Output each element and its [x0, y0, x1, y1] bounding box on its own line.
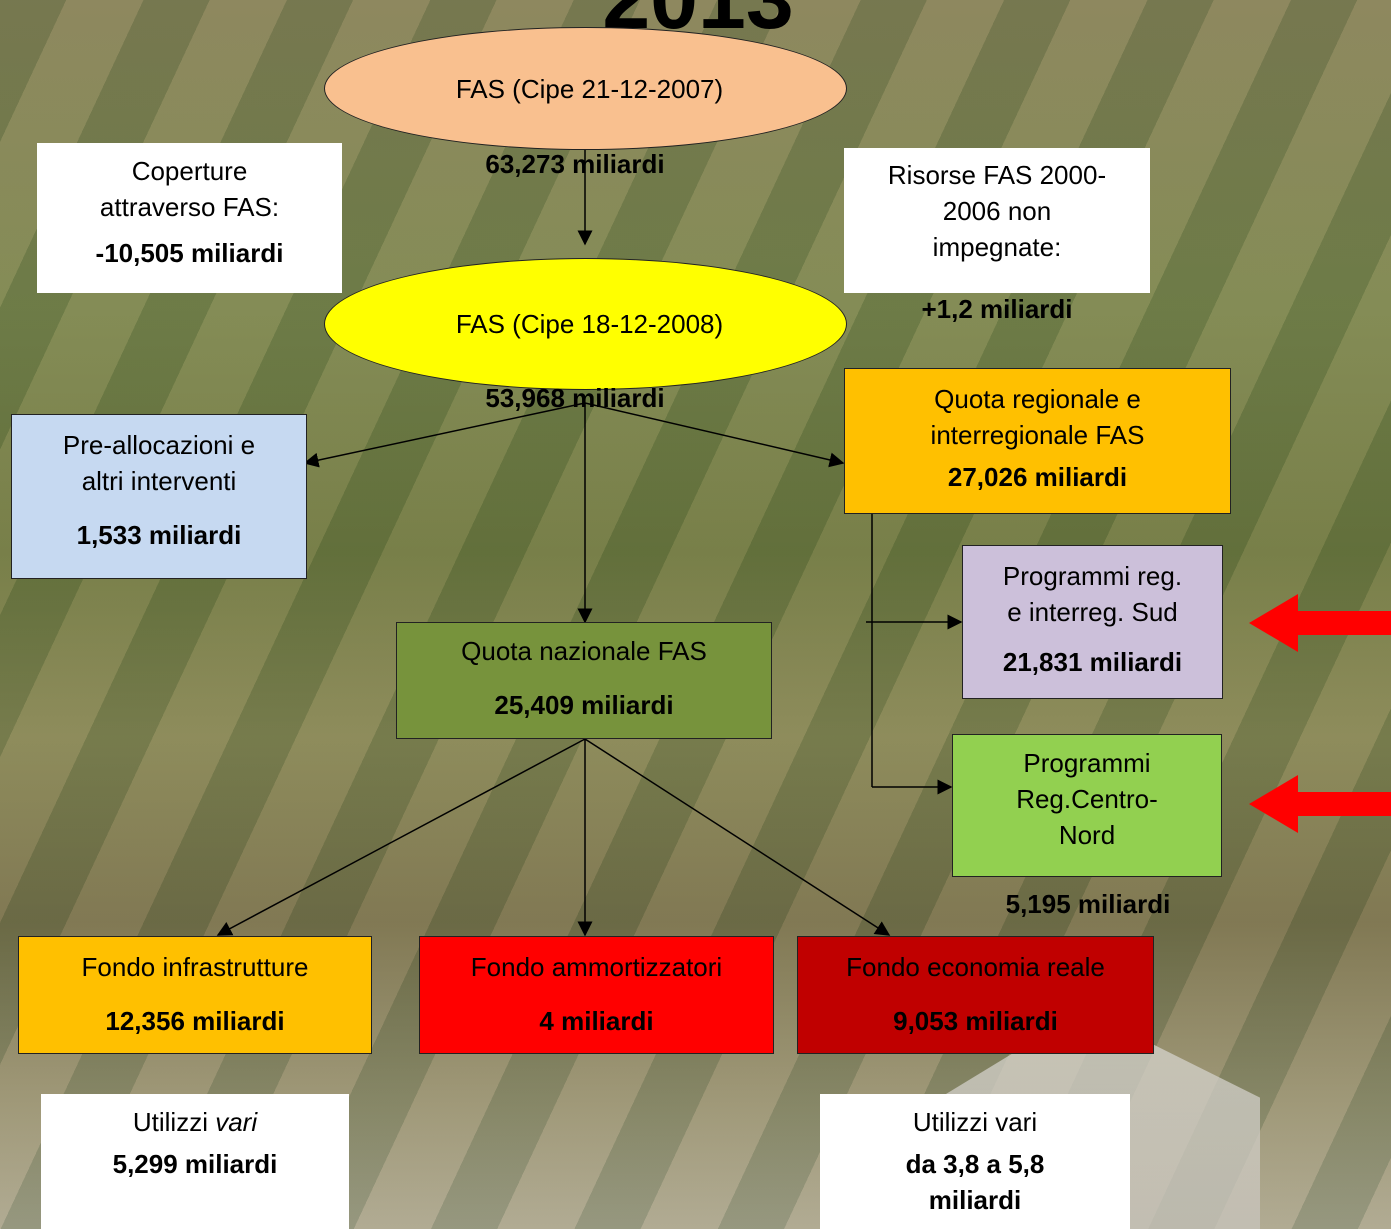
fondo-infrastrutture-value: 12,356 miliardi: [105, 1006, 285, 1036]
coperture-line2: attraverso FAS:: [99, 192, 280, 222]
fondo-infrastrutture-label: Fondo infrastrutture: [81, 952, 309, 982]
connector-to-pre-allocazioni: [303, 402, 586, 468]
programmi-sud-line2: e interreg. Sud: [1007, 597, 1178, 627]
fas-2007-value: 63,273 miliardi: [485, 149, 665, 179]
programmi-centro-nord-value: 5,195 miliardi: [1005, 889, 1171, 919]
connector-to-fondo-economia: [584, 738, 891, 936]
fondo-ammortizzatori-label: Fondo ammortizzatori: [470, 952, 723, 982]
pre-allocazioni-box: Pre-allocazioni e altri interventi 1,533…: [11, 414, 307, 579]
quota-regionale-line1: Quota regionale e: [934, 384, 1141, 414]
pre-allocazioni-value: 1,533 miliardi: [76, 520, 242, 550]
quota-regionale-box: Quota regionale e interregionale FAS 27,…: [844, 368, 1231, 514]
utilizzi-right-value-line1: da 3,8 a 5,8: [905, 1149, 1045, 1179]
fondo-economia-box: Fondo economia reale 9,053 miliardi: [797, 936, 1154, 1054]
utilizzi-right-label: Utilizzi vari: [912, 1107, 1038, 1137]
connector-to-fondo-infrastrutture: [216, 738, 586, 936]
utilizzi-left-value: 5,299 miliardi: [112, 1149, 278, 1179]
programmi-centro-nord-line1: Programmi: [1023, 748, 1151, 778]
red-arrow-centro-nord: [1249, 775, 1391, 833]
fas-2008-ellipse: FAS (Cipe 18-12-2008): [324, 258, 847, 390]
programmi-centro-nord-line3: Nord: [1058, 820, 1116, 850]
utilizzi-left-label: Utilizzi vari: [41, 1104, 349, 1140]
utilizzi-right-value-line2: miliardi: [928, 1185, 1022, 1215]
pre-allocazioni-line1: Pre-allocazioni e: [62, 430, 256, 460]
fondo-infrastrutture-box: Fondo infrastrutture 12,356 miliardi: [18, 936, 372, 1054]
quota-nazionale-value: 25,409 miliardi: [494, 690, 674, 720]
programmi-centro-nord-line2: Reg.Centro-: [1016, 784, 1158, 814]
risorse-box: Risorse FAS 2000- 2006 non impegnate:: [844, 148, 1150, 293]
risorse-line1: Risorse FAS 2000-: [887, 160, 1107, 190]
risorse-value: +1,2 miliardi: [921, 294, 1073, 324]
programmi-sud-box: Programmi reg. e interreg. Sud 21,831 mi…: [962, 545, 1223, 699]
coperture-box: Coperture attraverso FAS: -10,505 miliar…: [37, 143, 342, 293]
utilizzi-right-box: Utilizzi vari da 3,8 a 5,8 miliardi: [820, 1094, 1130, 1229]
fondo-economia-value: 9,053 miliardi: [893, 1006, 1058, 1036]
fas-2007-ellipse: FAS (Cipe 21-12-2007): [324, 27, 847, 150]
quota-nazionale-box: Quota nazionale FAS 25,409 miliardi: [396, 622, 772, 739]
fas-2007-label: FAS (Cipe 21-12-2007): [455, 73, 724, 104]
fas-2008-value: 53,968 miliardi: [485, 383, 665, 413]
quota-regionale-line2: interregionale FAS: [930, 420, 1145, 450]
risorse-line2: 2006 non: [942, 196, 1052, 226]
programmi-sud-line1: Programmi reg.: [1002, 561, 1183, 591]
fondo-ammortizzatori-box: Fondo ammortizzatori 4 miliardi: [419, 936, 774, 1054]
risorse-line3: impegnate:: [932, 232, 1062, 262]
utilizzi-left-prefix: Utilizzi: [132, 1107, 216, 1137]
fondo-economia-label: Fondo economia reale: [846, 952, 1105, 982]
connector-to-quota-regionale: [584, 402, 845, 468]
fas-2008-label: FAS (Cipe 18-12-2008): [455, 309, 724, 339]
fondo-ammortizzatori-value: 4 miliardi: [539, 1006, 654, 1036]
coperture-line1: Coperture: [131, 156, 248, 186]
utilizzi-left-box: Utilizzi vari 5,299 miliardi: [41, 1094, 349, 1229]
coperture-value: -10,505 miliardi: [95, 238, 284, 268]
programmi-centro-nord-box: Programmi Reg.Centro- Nord: [952, 734, 1222, 877]
quota-regionale-value: 27,026 miliardi: [947, 462, 1128, 492]
utilizzi-left-italic: vari: [215, 1107, 258, 1137]
red-arrow-sud: [1249, 594, 1391, 652]
pre-allocazioni-line2: altri interventi: [81, 466, 237, 496]
quota-nazionale-label: Quota nazionale FAS: [461, 636, 707, 666]
programmi-sud-value: 21,831 miliardi: [1002, 647, 1183, 677]
